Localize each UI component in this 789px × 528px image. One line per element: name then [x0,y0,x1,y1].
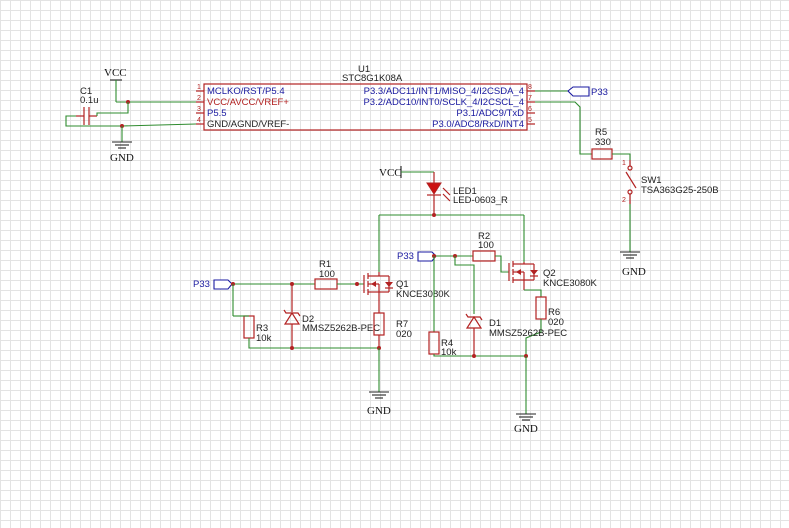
wire-q2-source [524,289,542,297]
wire-d1-top [454,256,475,314]
r5-resistor[interactable]: R5 330 [591,127,613,160]
net-flag-p33-right[interactable]: P33 [397,251,437,262]
r1-ref: R1 [319,259,331,270]
d1-ref: D1 [489,318,501,329]
u1-ref: U1 [358,64,370,75]
r7-resistor[interactable]: R7 020 [373,300,412,348]
q2-ref: Q2 [543,268,556,279]
r6-value: 020 [548,317,564,328]
u1-part: STC8G1K08A [342,73,403,84]
net-label-p33-right: P33 [397,251,414,262]
r2-resistor[interactable]: R2 100 [472,231,496,262]
r3-value: 10k [256,333,272,344]
u1-pin-num-6: 6 [528,106,532,113]
c1-capacitor[interactable]: C1 0.1u [76,86,99,125]
u1-mcu[interactable]: U1 STC8G1K08A 1 2 3 4 MCLKO/RST/P5.4 VCC… [196,64,535,131]
q1-ref: Q1 [396,279,409,290]
u1-pin-num-2: 2 [197,95,201,102]
vcc-symbol-led: VCC [379,166,434,179]
led1-ref: LED1 [453,186,477,197]
u1-right-pins: 8 7 6 5 P3.3/ADC11/INT1/MISO_4/I2CSDA_4 … [363,84,535,130]
d1-part: MMSZ5262B-PEC [489,328,567,339]
wire-right-gnd-rail [433,354,526,357]
d2-zener[interactable]: D2 MMSZ5262B-PEC [283,284,380,348]
gnd-symbol-sw1: GND [620,251,646,278]
d1-zener[interactable]: D1 MMSZ5262B-PEC [465,313,567,356]
gnd-label-sw1: GND [622,266,646,278]
r6-ref: R6 [548,307,560,318]
junction-led [432,213,436,217]
net-flag-p33-left[interactable]: P33 [193,279,233,290]
gnd-label-right: GND [514,423,538,435]
u1-left-pins: 1 2 3 4 MCLKO/RST/P5.4 VCC/AVCC/VREF+ P5… [196,84,289,130]
r7-ref: R7 [396,319,408,330]
wire-pin7-r5 [535,101,592,155]
r1-value: 100 [319,269,335,280]
q2-part: KNCE3080K [543,278,598,289]
gnd-label-left: GND [367,405,391,417]
vcc-symbol-mcu: VCC [104,67,127,102]
wire-c1-top [96,102,129,116]
sw1-ref: SW1 [641,175,662,186]
wire-left-gnd-rail [248,338,380,349]
gnd-symbol-right: GND [514,413,538,435]
r5-value: 330 [595,137,611,148]
d2-part: MMSZ5262B-PEC [302,323,380,334]
r2-ref: R2 [478,231,490,242]
net-label-p33-mcu: P33 [591,87,608,98]
u1-pin-name-5: P3.0/ADC8/RxD/INT4 [432,119,524,130]
wire-r6-gnd [525,319,542,356]
sw1-part: TSA363G25-250B [641,185,719,196]
u1-pin-name-4: GND/AGND/VREF- [207,119,289,130]
led1-diode[interactable]: LED1 LED-0603_R [426,172,508,215]
u1-pin-name-2: VCC/AVCC/VREF+ [207,97,289,108]
vcc-label-mcu: VCC [104,67,127,79]
r4-value: 10k [441,347,457,358]
sw1-pin1: 1 [622,160,626,167]
u1-body [203,83,528,131]
r3-ref: R3 [256,323,268,334]
u1-pin-num-7: 7 [528,95,532,102]
r4-ref: R4 [441,338,453,349]
sw1-pin2: 2 [622,197,626,204]
net-flag-p33-mcu[interactable]: P33 [567,86,608,98]
vcc-label-led: VCC [379,167,402,179]
r2-value: 100 [478,240,494,251]
d2-ref: D2 [302,314,314,325]
wire-gnd-pin4 [121,123,197,127]
u1-pin-name-3: P5.5 [207,108,227,119]
led1-part: LED-0603_R [453,195,508,206]
wire-r5-sw1 [612,153,631,160]
gnd-symbol-mcu: GND [110,126,134,164]
q2-mosfet[interactable]: Q2 KNCE3080K [508,261,598,290]
u1-pin-name-7: P3.2/ADC10/INT0/SCLK_4/I2CSCL_4 [363,97,524,108]
wire-r2-q2gate [495,255,509,273]
u1-pin-name-1: MCLKO/RST/P5.4 [207,86,285,97]
wire-c1-bottom [65,115,122,127]
gnd-symbol-left: GND [367,391,391,417]
u1-pin-num-3: 3 [197,106,201,113]
c1-ref: C1 [80,86,92,97]
r3-resistor[interactable]: R3 10k [243,315,272,344]
net-label-p33-left: P33 [193,279,210,290]
r7-value: 020 [396,329,412,340]
u1-pin-num-5: 5 [528,117,532,124]
junction-q1-gate [355,282,359,286]
q1-mosfet[interactable]: Q1 KNCE3080K [363,272,451,300]
r1-resistor[interactable]: R1 100 [314,259,338,290]
u1-pin-num-8: 8 [528,84,532,91]
u1-pin-name-8: P3.3/ADC11/INT1/MISO_4/I2CSDA_4 [364,86,524,97]
q1-part: KNCE3080K [396,289,451,300]
r4-resistor[interactable]: R4 10k [428,331,457,358]
c1-value: 0.1u [80,95,99,106]
gnd-label-mcu: GND [110,152,134,164]
sw1-switch[interactable]: 1 2 SW1 TSA363G25-250B [622,160,719,204]
u1-pin-num-4: 4 [197,117,201,124]
r6-resistor[interactable]: R6 020 [535,296,564,328]
u1-pin-name-6: P3.1/ADC9/TxD [456,108,524,119]
u1-pin-num-1: 1 [197,84,201,91]
r5-ref: R5 [595,127,607,138]
